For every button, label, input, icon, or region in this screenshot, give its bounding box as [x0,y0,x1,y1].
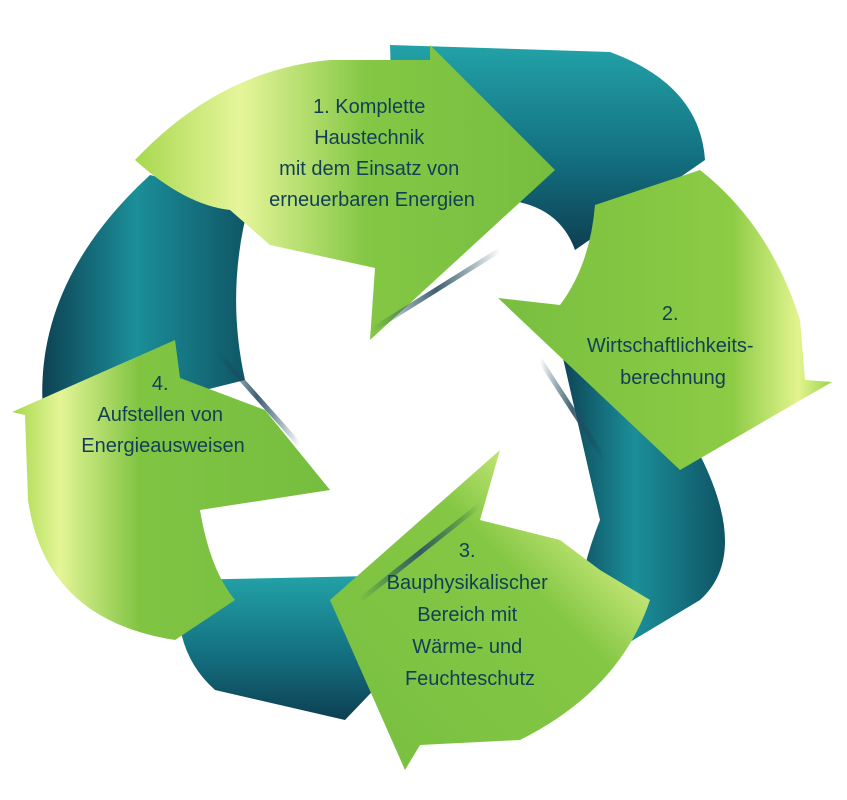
step-4-line: Aufstellen von [97,404,223,426]
fold-shadow-1 [370,247,502,333]
step-4-line: 4. [152,373,169,395]
arrow-step-3 [330,450,650,770]
arrow-step-2 [498,170,832,470]
step-3-line: Wärme- und [412,636,522,658]
step-1-line: Haustechnik [314,127,425,149]
step-3-line: 3. [459,540,476,562]
arrow-step-1 [135,45,555,340]
step-3-label: 3. Bauphysikalischer Bereich mit Wärme- … [387,540,554,690]
step-1-label: 1. Komplette Haustechnik mit dem Einsatz… [269,96,475,211]
step-4-line: Energieausweisen [81,435,244,457]
fold-shadow-3 [358,503,482,602]
step-2-label: 2. Wirtschaftlichkeits- berechnung [587,303,759,389]
step-4-label: 4. Aufstellen von Energieausweisen [81,373,244,457]
fold-shadow-4 [213,348,302,447]
step-2-line: berechnung [620,367,726,389]
step-1-line: mit dem Einsatz von [279,158,459,180]
fold-shadows [213,247,608,602]
step-3-line: Bauphysikalischer [387,572,549,594]
fold-shadow-2 [537,358,608,462]
step-3-line: Bereich mit [417,604,517,626]
ribbon-teal-left [42,175,250,430]
step-2-line: Wirtschaftlichkeits- [587,335,754,357]
step-1-line: erneuerbaren Energien [269,189,475,211]
step-2-line: 2. [662,303,679,325]
step-1-line: 1. Komplette [313,96,425,118]
ribbon-green-arrows [12,45,832,770]
arrow-step-4 [12,340,330,640]
step-3-line: Feuchteschutz [405,668,535,690]
